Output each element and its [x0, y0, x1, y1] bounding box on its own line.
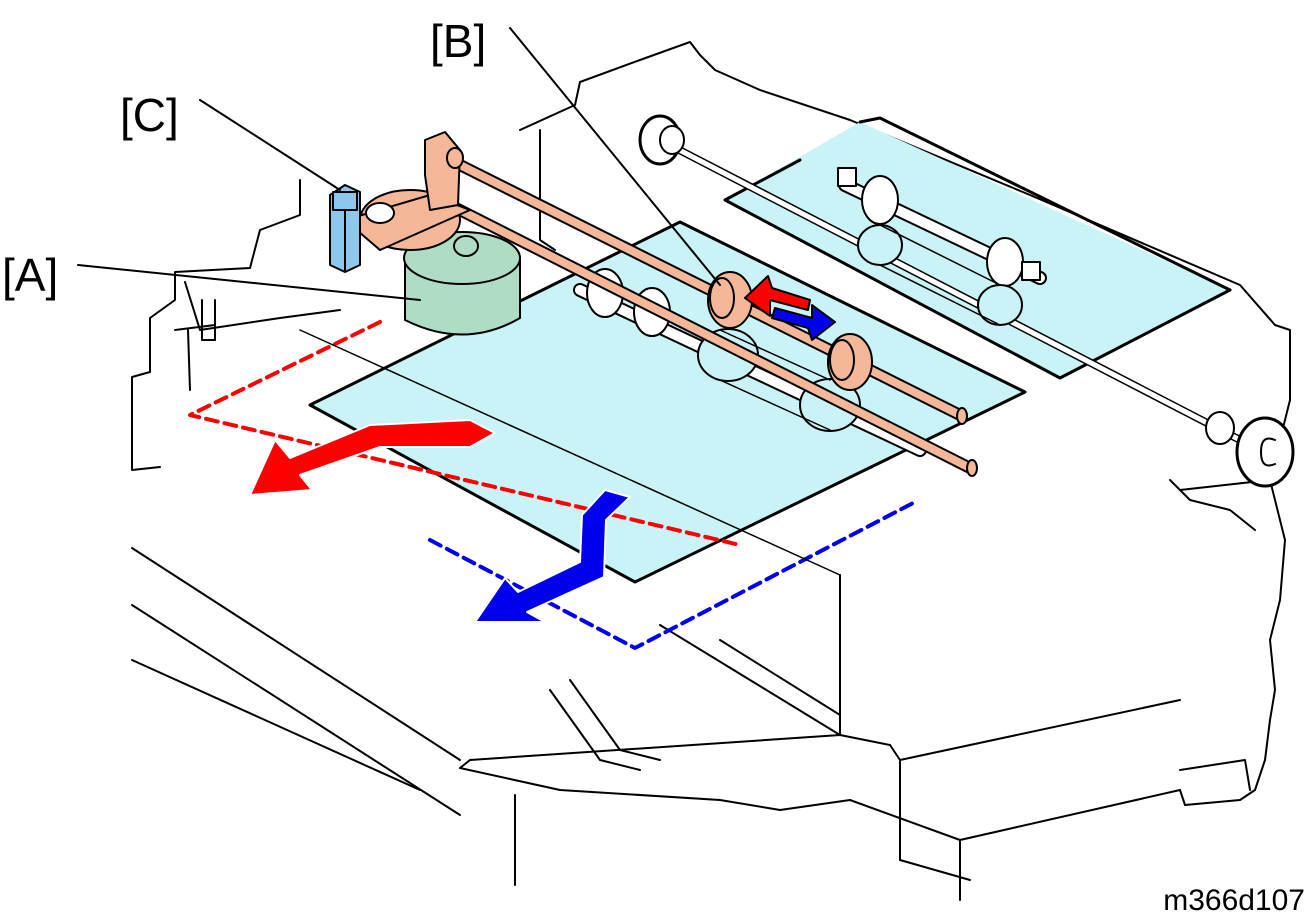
front-paper-tray [188, 220, 1027, 650]
callout-label-c: [C] [120, 89, 179, 141]
leader-line-a [77, 264, 421, 301]
tray-slide-arrow-blue [474, 489, 631, 623]
position-sensor [329, 184, 361, 273]
fence-move-arrow-blue [771, 304, 836, 341]
rear-shaft-knob-right [1205, 411, 1295, 488]
leader-line-b [509, 27, 721, 286]
rear-rollers [837, 167, 1047, 326]
guide-shafts [434, 154, 978, 477]
leader-lines [77, 27, 721, 301]
rear-shaft-knob-left [638, 114, 685, 166]
fence-move-arrow-red [744, 275, 811, 317]
side-fence-gears [707, 271, 873, 391]
rear-paper-tray [638, 114, 1295, 488]
callout-label-b: [B] [430, 15, 487, 67]
leader-line-c [199, 99, 341, 191]
callout-label-a: [A] [2, 249, 59, 301]
tray-slide-arrow-red [249, 419, 496, 496]
drive-bracket [344, 131, 471, 251]
figure-id: m366d107 [1163, 884, 1305, 917]
